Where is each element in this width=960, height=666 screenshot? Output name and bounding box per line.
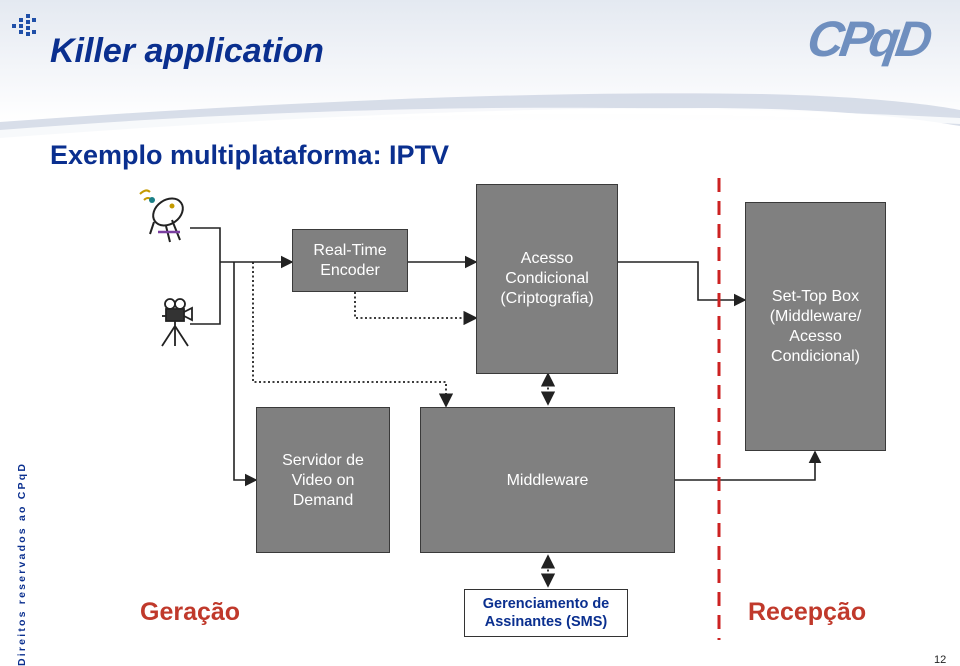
conditional-access-box: Acesso Condicional (Criptografia) xyxy=(476,184,618,374)
sms-box: Gerenciamento de Assinantes (SMS) xyxy=(464,589,628,637)
generation-label: Geração xyxy=(140,598,241,626)
ca-label-line3: (Criptografia) xyxy=(500,290,594,307)
slide-title: Killer application xyxy=(50,32,324,70)
sms-label-line1: Gerenciamento de xyxy=(482,596,610,612)
ca-label-line1: Acesso xyxy=(520,250,574,267)
encoder-label-line1: Real-Time xyxy=(313,241,387,259)
slide-subtitle: Exemplo multiplataforma: IPTV xyxy=(50,140,450,170)
video-camera-icon xyxy=(161,298,193,347)
reception-label: Recepção xyxy=(748,598,867,626)
sms-label-line2: Assinantes (SMS) xyxy=(484,614,608,630)
stb-label-line2: (Middleware/ xyxy=(769,308,862,325)
stb-label-line3: Acesso xyxy=(789,328,842,345)
vod-label-line1: Servidor de xyxy=(282,452,364,469)
page-number: 12 xyxy=(934,654,947,666)
header-swoosh xyxy=(0,93,960,140)
middleware-label: Middleware xyxy=(506,472,589,489)
vod-label-line3: Demand xyxy=(292,492,354,509)
ca-label-line2: Condicional xyxy=(505,270,589,287)
vod-label-line2: Video on xyxy=(291,472,355,489)
stb-label-line4: Condicional) xyxy=(771,348,860,365)
middleware-box: Middleware xyxy=(420,407,675,553)
dots-logo-icon xyxy=(12,14,36,36)
set-top-box: Set-Top Box (Middleware/ Acesso Condicio… xyxy=(745,202,886,451)
encoder-label-line2: Encoder xyxy=(320,261,380,279)
satellite-dish-icon xyxy=(139,189,184,243)
vod-server-box: Servidor de Video on Demand xyxy=(256,407,390,553)
stb-label-line1: Set-Top Box xyxy=(771,288,860,305)
realtime-encoder-box: Real-Time Encoder xyxy=(292,229,408,292)
